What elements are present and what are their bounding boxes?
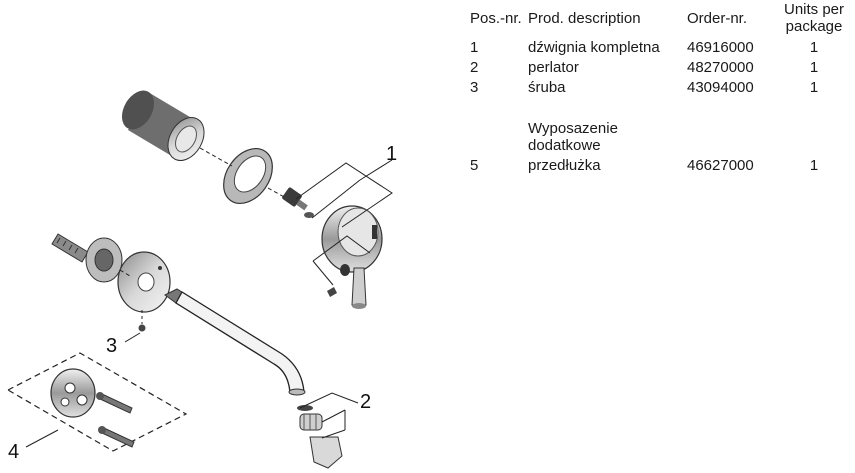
row-pos: 5 (470, 157, 479, 174)
col-header-order: Order-nr. (687, 10, 748, 27)
col-header-units: Units per package (783, 1, 845, 35)
row-units: 1 (809, 39, 819, 56)
callout-2-label: 2 (360, 391, 371, 413)
row-pos: 3 (470, 79, 479, 96)
row-units: 1 (809, 59, 819, 76)
set-screw-part (327, 264, 350, 297)
assembly-dash-lines (119, 147, 287, 277)
adapter-part (282, 187, 314, 218)
row-order: 46916000 (687, 39, 754, 56)
aerator-part (297, 405, 343, 469)
row-order: 46627000 (687, 157, 754, 174)
callout-4-label: 4 (8, 441, 19, 463)
row-pos: 2 (470, 59, 479, 76)
sleeve-part (121, 90, 205, 161)
row-pos: 1 (470, 39, 479, 56)
callout-1-leader (295, 159, 393, 286)
row-desc: perlator (528, 59, 579, 76)
row-order: 43094000 (687, 79, 754, 96)
callout-1-label: 1 (386, 143, 397, 165)
installation-kit-box (6, 352, 188, 452)
exploded-view-diagram: 1 2 3 (6, 90, 397, 469)
screw-part (124, 310, 146, 343)
callout-3-label: 3 (106, 335, 117, 357)
spout-part (164, 288, 306, 396)
wall-connector-part (51, 233, 123, 283)
row-units: 1 (809, 157, 819, 174)
row-desc: przedłużka (528, 157, 601, 174)
col-header-pos: Pos.-nr. (470, 10, 522, 27)
callout-2-leader (299, 392, 359, 439)
col-header-desc: Prod. description (528, 10, 641, 27)
lever-handle-part (321, 205, 383, 309)
row-order: 48270000 (687, 59, 754, 76)
row-desc: śruba (528, 79, 566, 96)
row-units: 1 (809, 79, 819, 96)
row-desc: dźwignia kompletna (528, 39, 660, 56)
rosette-ring-part (223, 148, 273, 204)
spout-rosette-part (117, 251, 171, 313)
accessories-heading: Wyposazenie dodatkowe (528, 120, 618, 154)
